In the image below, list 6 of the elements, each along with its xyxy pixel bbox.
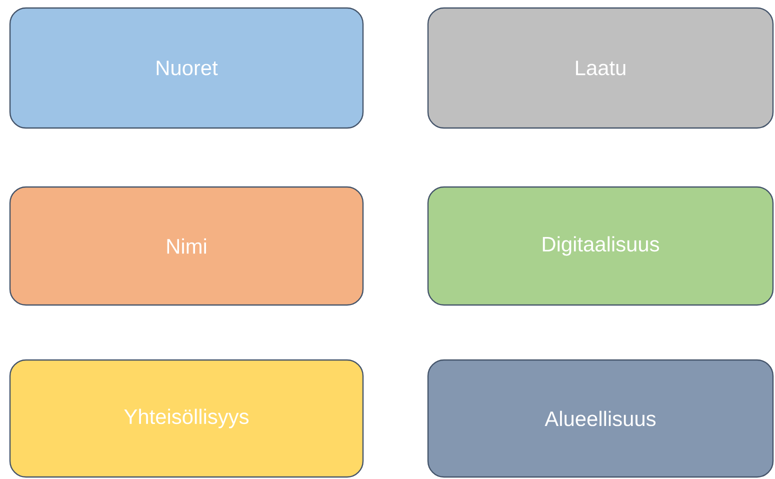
- rounded-box: Laatu: [427, 7, 774, 129]
- rounded-box: Nuoret: [9, 7, 364, 129]
- rounded-box: Digitaalisuus: [427, 186, 774, 306]
- rounded-box: Yhteisöllisyys: [9, 359, 364, 478]
- rounded-box: Alueellisuus: [427, 359, 774, 478]
- rounded-box: Nimi: [9, 186, 364, 306]
